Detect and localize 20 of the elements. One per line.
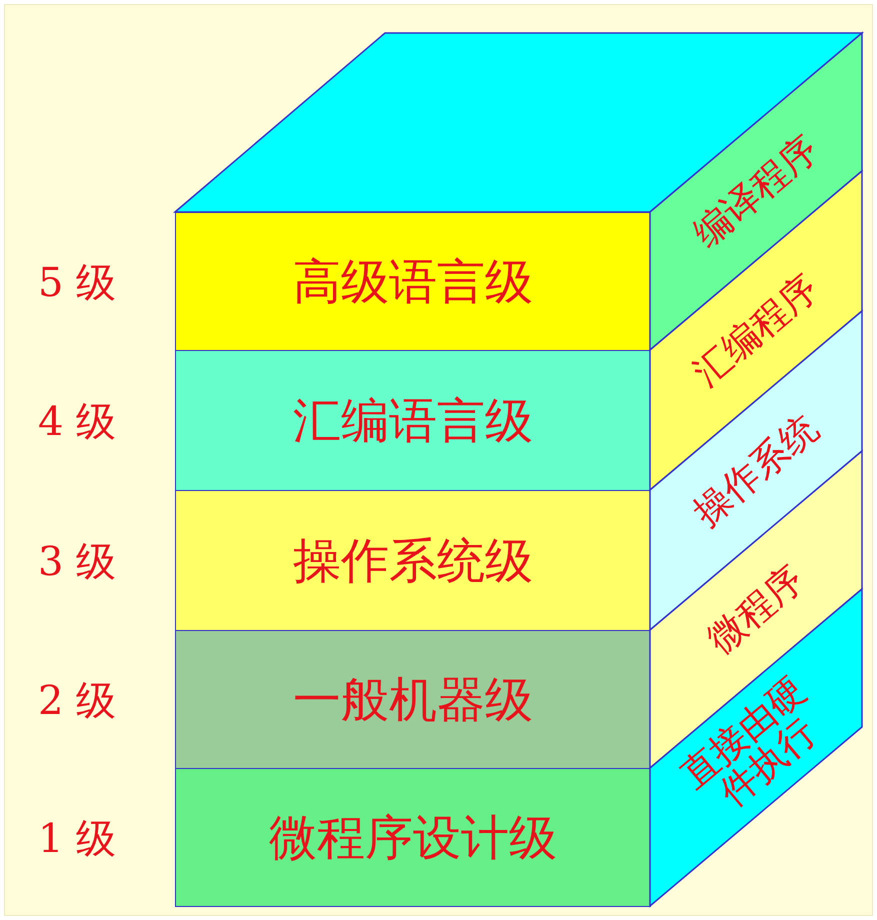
layer-box [175, 768, 651, 907]
level-number: 5 级 [38, 259, 116, 308]
layer-box [175, 350, 651, 491]
level-name: 一般机器级 [292, 670, 534, 730]
layer-box [175, 630, 651, 769]
band-label: 操作系统 [686, 408, 826, 533]
layer-box [175, 490, 651, 631]
band-label: 汇编程序 [686, 268, 826, 393]
level-name: 高级语言级 [292, 252, 534, 312]
level-name: 微程序设计级 [268, 808, 558, 868]
layer-box [175, 212, 651, 351]
band-label: 微程序 [701, 558, 811, 660]
level-number: 2 级 [38, 677, 116, 726]
band-label: 编译程序 [686, 129, 826, 254]
level-name: 操作系统级 [292, 532, 534, 590]
level-number: 3 级 [38, 538, 116, 587]
level-number: 4 级 [38, 398, 116, 447]
level-name: 汇编语言级 [292, 392, 534, 450]
level-number: 1 级 [38, 815, 116, 864]
band-label: 直接由硬件执行 [672, 669, 826, 816]
